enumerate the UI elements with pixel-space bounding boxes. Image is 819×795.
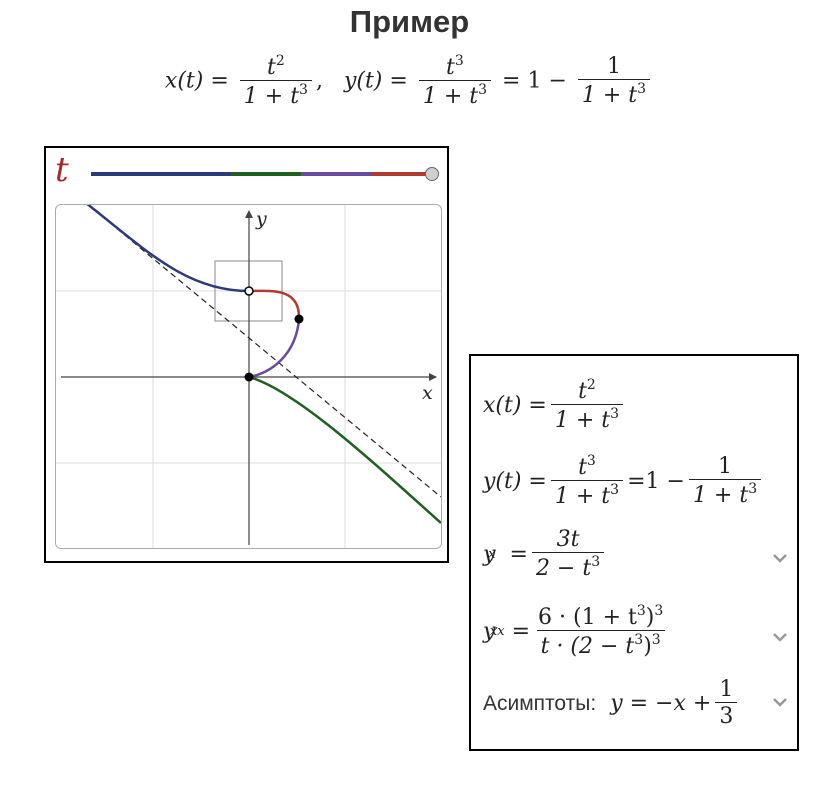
info-y-num: t [578,455,587,480]
t-slider[interactable] [91,172,433,177]
info-x-den-exp: 3 [610,406,620,423]
asym-den: 3 [715,702,738,729]
slider-seg-purple [301,172,371,176]
page-title: Пример [349,4,470,39]
curve-branch-blue [86,205,250,293]
eq-sign: = [389,68,408,94]
info-row-y: y(t) = t3 1 + t3 =1 − 1 1 + t3 [483,453,765,510]
info-d2-lhs: y [483,619,496,645]
y-num: t [446,55,455,80]
y-fraction: t3 1 + t3 [418,53,492,110]
y-den-exp: 3 [478,82,488,99]
info-d2-den-a: t · (2 − t [540,634,635,660]
info-d2-num-exp: 3 [636,603,646,619]
asym-lhs: y = −x + [610,691,712,717]
info-y-lhs: y(t) [483,469,522,495]
info-panel: x(t) = t2 1 + t3 y(t) = t3 1 + t3 =1 − 1… [469,354,799,751]
double-prime-mark: ″ [493,624,498,639]
info-y-alt-num: 1 [718,454,733,479]
curve-branch-purple [248,318,301,379]
info-row-derivative-1: y′x = 3t 2 − t3 [483,527,608,582]
info-row-x: x(t) = t2 1 + t3 [483,377,627,434]
curve-branch-green [248,375,441,524]
eq-sign: = [502,68,521,94]
x-lhs: x(t) [164,68,204,94]
info-d2-num-exp2: 3 [654,603,664,619]
info-d2-sub: xx [489,624,505,640]
y-axis-label: y [255,208,267,230]
chevron-down-icon[interactable] [771,628,789,646]
info-y-alt-den-exp: 3 [748,481,758,498]
chevron-down-icon[interactable] [771,693,789,711]
y-alt-den-exp: 3 [637,81,647,98]
point-origin[interactable] [244,372,254,382]
slider-seg-blue [91,172,231,176]
curve-branch-red [248,289,301,320]
graph-panel: t x y [44,146,449,563]
y-alt-prefix: 1 − [527,68,567,94]
info-d2-num-b: ) [645,605,655,630]
y-alt-num: 1 [606,54,621,79]
info-d2-fraction: 6 · (1 + t3)3 t · (2 − t3)3 [534,603,667,660]
x-num: t [266,55,276,80]
y-alt-den: 1 + t [581,83,638,109]
parametric-formula: x(t) = t2 1 + t3 , y(t) = t3 1 + t3 = 1 … [0,53,819,110]
plot-area: x y [55,204,442,549]
info-d1-den-exp: 3 [591,554,601,571]
info-d1-fraction: 3t 2 − t3 [531,527,605,582]
y-axis-arrow [245,210,253,218]
x-fraction: t2 1 + t3 [239,53,312,110]
separator: , [315,68,323,94]
asymptotes-label: Асимптоты: [483,691,597,715]
x-den: 1 + t [243,84,300,110]
info-x-num-exp: 2 [586,377,596,393]
info-y-alt-fraction: 1 1 + t3 [688,454,762,509]
x-den-exp: 3 [299,82,308,99]
info-x-lhs: x(t) [483,393,522,419]
info-row-asymptotes: Асимптоты: y = −x + 1 3 [483,677,741,729]
asym-num: 1 [719,677,734,702]
info-y-den: 1 + t [554,484,611,510]
plot-svg: x y [56,205,441,548]
y-alt-fraction: 1 1 + t3 [577,54,651,109]
y-num-exp: 3 [454,53,464,69]
asymptote-line [87,205,441,498]
info-x-den: 1 + t [554,408,611,434]
asym-fraction: 1 3 [715,677,738,729]
info-d1-lhs: y [483,542,496,568]
info-d2-den-b: ) [643,634,652,660]
info-d2-den-exp: 3 [634,632,644,649]
info-y-fraction: t3 1 + t3 [550,453,624,510]
x-num-exp: 2 [275,53,285,69]
point-max[interactable] [294,314,304,324]
info-x-num: t [578,379,587,404]
slider-label: t [55,150,69,190]
info-row-derivative-2: y″xx = 6 · (1 + t3)3 t · (2 − t3)3 [483,603,671,660]
slider-track-svg [91,172,433,176]
info-y-num-exp: 3 [586,453,596,469]
x-axis-label: x [422,382,433,404]
chevron-down-icon[interactable] [771,549,789,567]
info-d2-den-exp2: 3 [651,632,661,649]
info-d1-sub: x [488,547,496,563]
info-d1-num: 3t [556,527,580,552]
slider-seg-green [231,172,301,176]
y-lhs: y(t) [343,68,383,94]
slider-knob[interactable] [425,167,439,181]
info-y-alt-prefix: =1 − [627,469,685,495]
info-x-fraction: t2 1 + t3 [550,377,624,434]
slider-seg-red [371,172,433,176]
x-axis-arrow [429,373,437,381]
info-y-den-exp: 3 [610,482,620,499]
info-d2-num-a: 6 · (1 + t [538,605,637,630]
eq-sign: = [210,68,229,94]
point-open[interactable] [244,286,254,296]
info-d1-den: 2 − t [535,556,592,582]
info-y-alt-den: 1 + t [692,483,749,509]
y-den: 1 + t [422,84,479,110]
